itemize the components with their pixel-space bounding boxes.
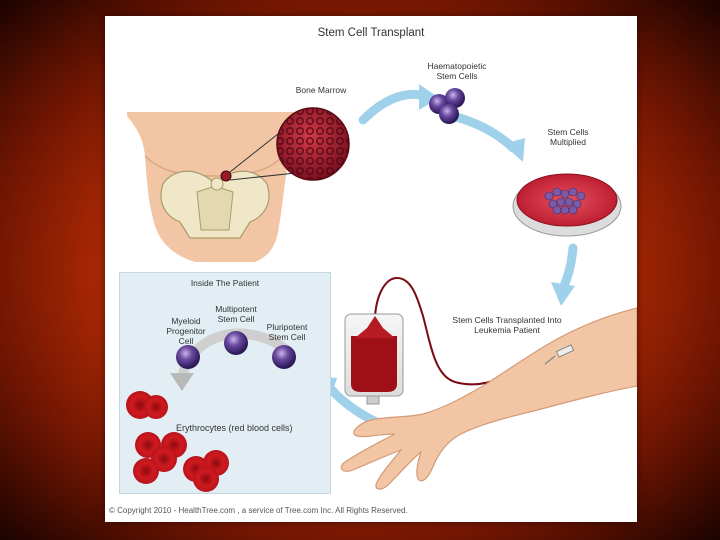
arm-illustration [340,307,637,490]
multipotent-cell [224,331,248,355]
inside-patient-label: Inside The Patient [190,278,260,288]
cycle-arrow-3-head [551,282,575,306]
multipotent-label: Multipotent Stem Cell [215,304,257,324]
transplanted-label: Stem Cells Transplanted Into Leukemia Pa… [452,315,562,335]
torso-illustration [127,112,306,262]
iv-bag [344,313,404,405]
cycle-arrow-3 [558,243,578,293]
diagram-title: Stem Cell Transplant [317,27,425,39]
cycle-arrow-1-head [419,84,439,110]
myeloid-cell [176,345,200,369]
red-blood-cells [126,391,229,492]
pluripotent-cell [272,345,296,369]
cycle-arrow-2-head [503,138,525,162]
inside-patient-canvas [126,328,296,492]
haematopoietic-label: Haematopoietic Stem Cells [427,61,487,81]
cycle-arrow-1 [358,89,432,125]
myeloid-label: Myeloid Progenitor Cell [166,316,206,346]
diagram-panel: Inside The Patient Multipotent Stem Cell… [105,16,637,522]
haematopoietic-cells [429,88,465,124]
diagram-canvas [127,84,637,490]
multiplied-label: Stem Cells Multiplied [547,127,589,147]
differentiation-arrow-head [170,373,194,391]
bone-marrow-circle [276,107,350,181]
pluripotent-label: Pluripotent Stem Cell [266,322,308,342]
bone-marrow-label: Bone Marrow [295,85,347,95]
erythrocytes-label: Erythrocytes (red blood cells) [176,423,293,433]
copyright-text: © Copyright 2010 - HealthTree.com , a se… [109,506,408,515]
inside-patient-box: Inside The Patient Multipotent Stem Cell… [119,272,331,494]
cycle-arrow-2 [448,111,518,153]
petri-dish [512,173,622,237]
